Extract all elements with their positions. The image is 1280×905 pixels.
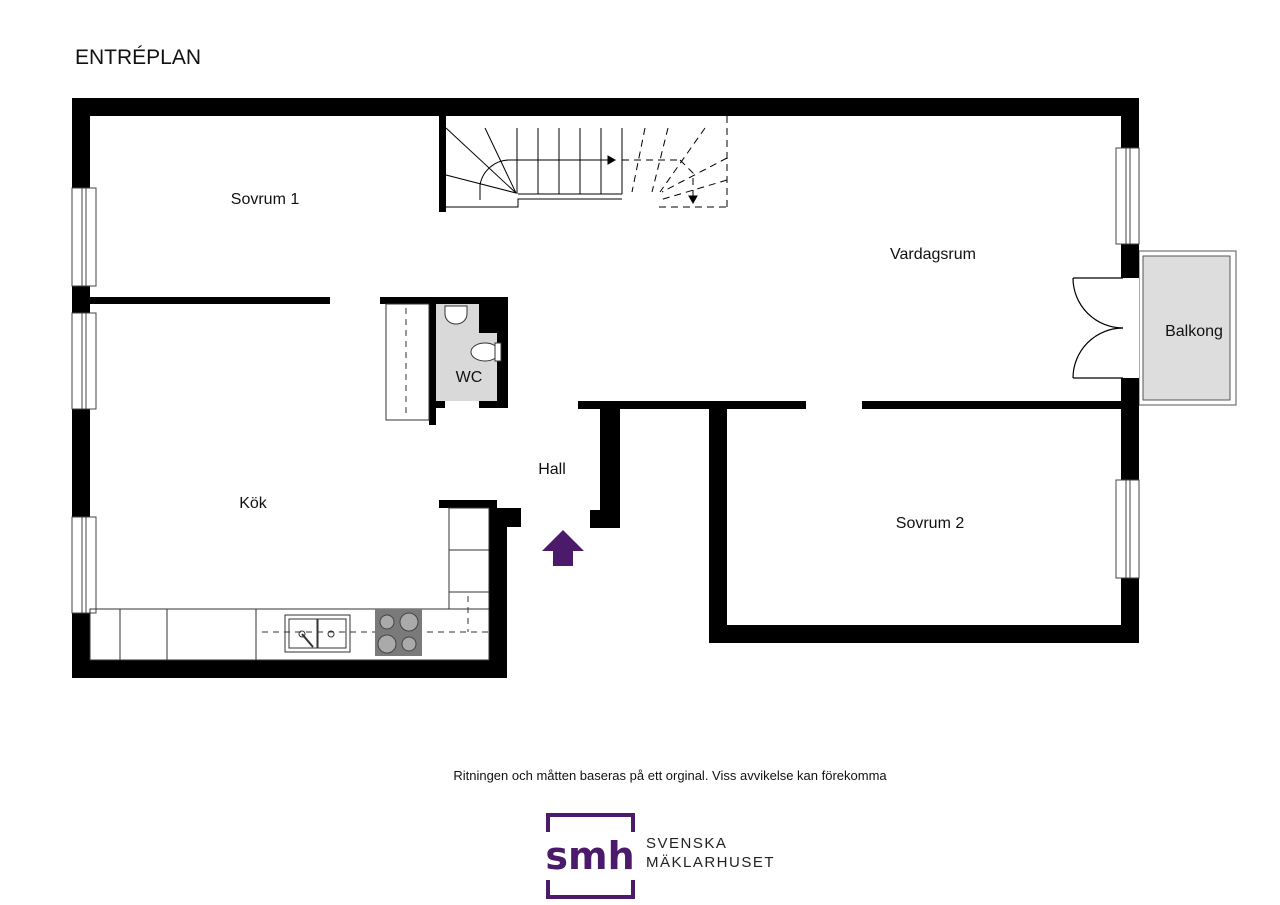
svg-text:smh: smh — [545, 834, 634, 878]
wardrobe — [385, 303, 430, 421]
stove-icon — [375, 609, 422, 656]
kitchen-counters — [89, 507, 490, 661]
room-label-vardagsrum: Vardagsrum — [890, 246, 976, 263]
balcony — [1138, 250, 1237, 406]
entrance-arrow-icon — [542, 530, 584, 566]
smh-logo: smh — [545, 813, 635, 899]
staircase — [445, 116, 728, 208]
plan-title: ENTRÉPLAN — [75, 46, 202, 69]
balcony-door — [1072, 277, 1139, 379]
room-label-kok: Kök — [239, 495, 268, 512]
sink-icon — [444, 305, 468, 325]
windows — [71, 147, 1140, 614]
brand-line-1: SVENSKA — [646, 835, 728, 852]
room-label-balkong: Balkong — [1165, 323, 1223, 340]
room-label-sovrum-2: Sovrum 2 — [896, 515, 965, 532]
room-label-wc: WC — [456, 369, 483, 386]
disclaimer: Ritningen och måtten baseras på ett orgi… — [453, 768, 887, 783]
brand-name: SVENSKA MÄKLARHUSET — [646, 834, 775, 872]
room-label-hall: Hall — [538, 461, 566, 478]
wc-fixtures — [444, 305, 502, 362]
walls — [72, 98, 1139, 678]
brand-line-2: MÄKLARHUSET — [646, 854, 776, 871]
sink-icon — [284, 614, 351, 653]
room-label-sovrum-1: Sovrum 1 — [231, 191, 300, 208]
